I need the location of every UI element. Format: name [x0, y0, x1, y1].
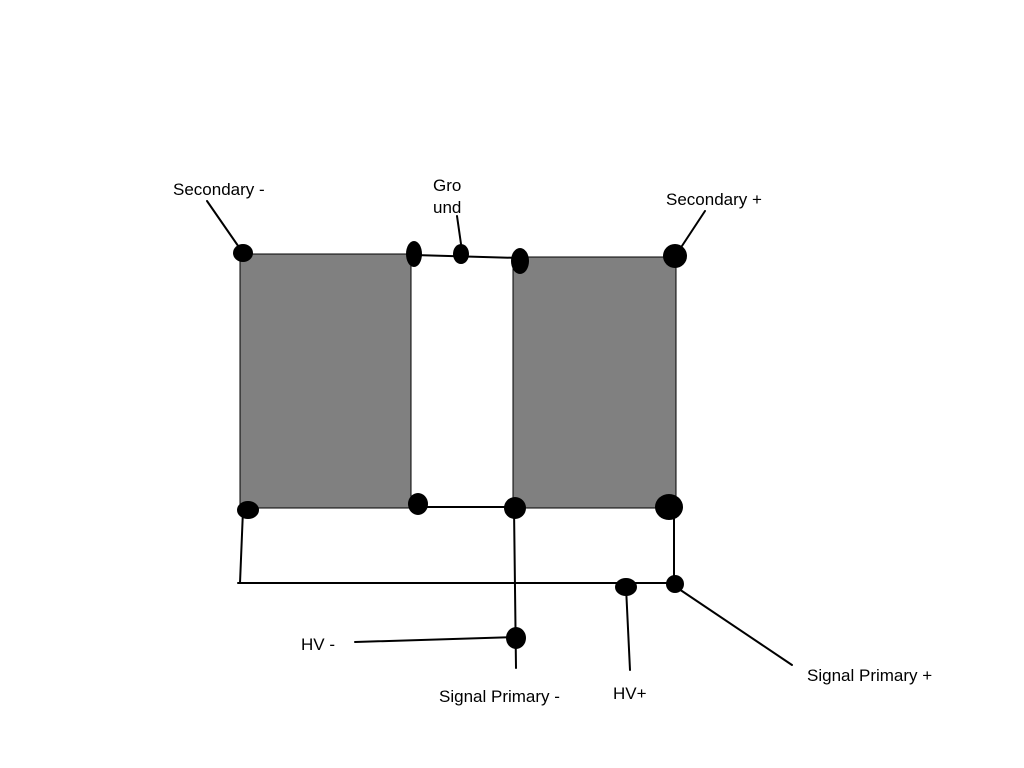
signal-primary-plus-leader	[675, 586, 793, 666]
left-drop-wire	[239, 509, 244, 584]
terminal-ground	[453, 244, 469, 264]
label-signal-primary-minus: Signal Primary -	[439, 687, 560, 706]
hv-plus-lead	[625, 586, 631, 671]
terminal-secondary-minus	[233, 244, 253, 262]
terminals	[233, 241, 687, 649]
ground-leader	[456, 215, 462, 245]
label-secondary-plus: Secondary +	[666, 190, 762, 209]
label-signal-primary-plus: Signal Primary +	[807, 666, 933, 685]
terminal-right-bottom-left	[504, 497, 526, 519]
left-winding-block	[239, 253, 412, 509]
terminal-hv-plus	[615, 578, 637, 596]
terminal-signal-primary-plus	[666, 575, 684, 593]
terminal-right-top-left	[511, 248, 529, 274]
right-winding-block	[512, 256, 677, 509]
label-ground-line1: Gro	[433, 176, 462, 195]
hv-minus-lead	[354, 636, 517, 643]
secondary-minus-leader	[206, 200, 244, 254]
terminal-hv-minus	[506, 627, 526, 649]
terminal-secondary-plus	[663, 244, 687, 268]
label-ground: Gro und	[433, 175, 461, 219]
terminal-left-bottom-left	[237, 501, 259, 519]
wires	[206, 200, 793, 671]
terminal-left-top-right	[406, 241, 422, 267]
terminal-left-bottom-right	[408, 493, 428, 515]
label-ground-line2: und	[433, 198, 462, 217]
terminal-right-bottom-right	[655, 494, 683, 520]
label-hv-minus: HV -	[301, 635, 335, 654]
label-hv-plus: HV+	[613, 684, 647, 703]
label-secondary-minus: Secondary -	[173, 180, 265, 199]
